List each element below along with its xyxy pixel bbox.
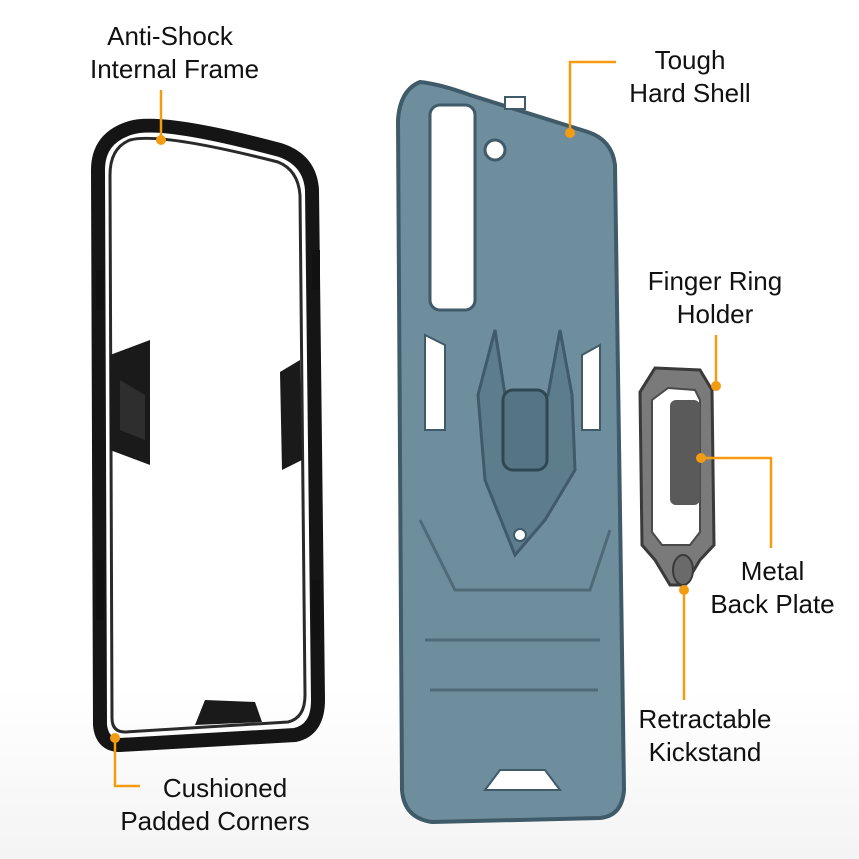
hard-shell-illustration (395, 79, 627, 825)
callout-corners: Cushioned Padded Corners (120, 773, 310, 836)
callout-shell: Tough Hard Shell (629, 45, 751, 108)
callout-kickstand: Retractable Kickstand (638, 704, 772, 767)
ring-holder-illustration (638, 366, 716, 587)
callout-plate: Metal Back Plate (710, 556, 835, 619)
callout-lines (113, 60, 773, 788)
internal-frame-illustration (91, 118, 325, 752)
callout-ring: Finger Ring Holder (647, 266, 783, 329)
callout-dots (110, 128, 721, 743)
callout-frame: Anti-Shock Internal Frame (90, 21, 260, 84)
